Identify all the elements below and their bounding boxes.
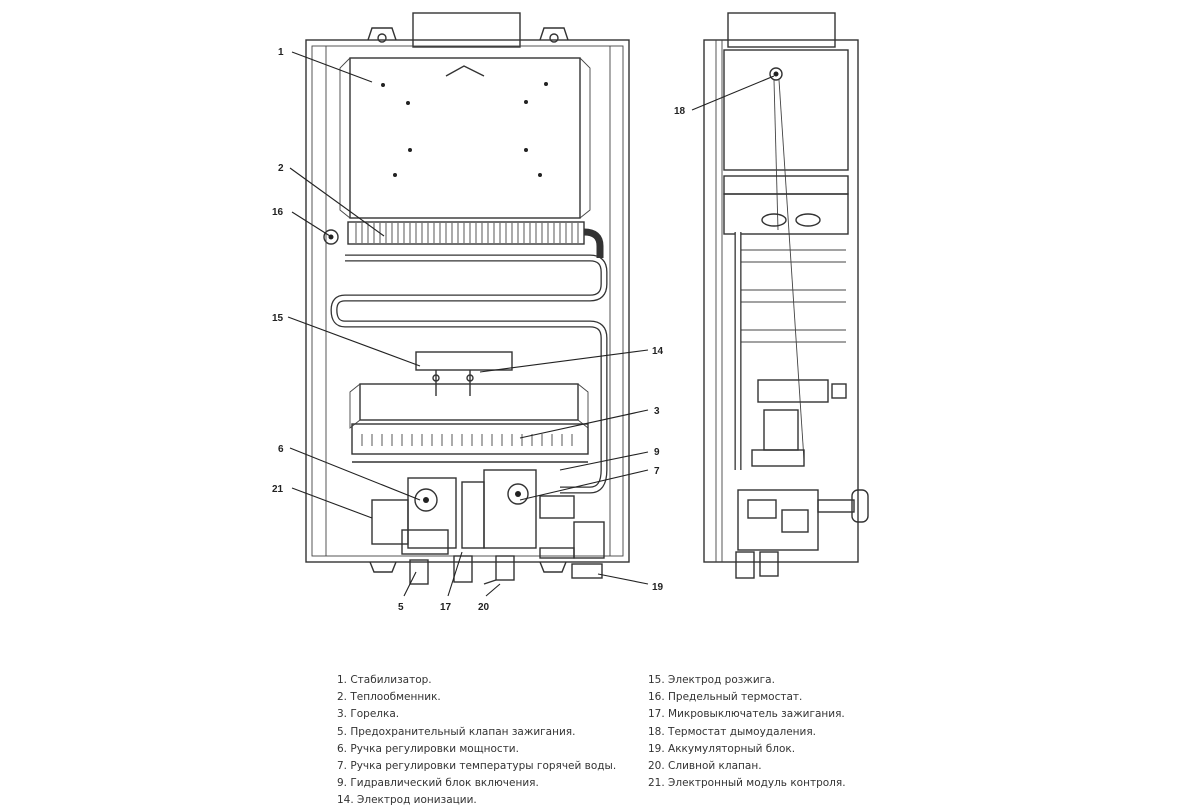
callout-15: 15: [272, 313, 284, 324]
water-heater-diagram: 1 2 16 15 14 3 6 9 7 21 5 17 20 19 18: [272, 12, 869, 613]
callout-7: 7: [654, 466, 660, 477]
legend-item: 18. Термостат дымоудаления.: [648, 725, 817, 738]
callout-17: 17: [440, 602, 452, 613]
callout-6: 6: [278, 444, 284, 455]
legend-item: 3. Горелка.: [337, 708, 400, 721]
legend-item: 14. Электрод ионизации.: [337, 794, 477, 807]
callout-19: 19: [652, 582, 664, 593]
callout-1: 1: [278, 47, 284, 58]
callout-18: 18: [674, 106, 686, 117]
legend-item: 7. Ручка регулировки температуры горячей…: [337, 760, 617, 773]
legend-item: 2. Теплообменник.: [337, 691, 441, 704]
callout-21: 21: [272, 484, 284, 495]
burner-slots: [361, 434, 573, 446]
heat-exchanger-fins: [355, 223, 579, 243]
callout-20: 20: [478, 602, 490, 613]
legend-right-column: 15. Электрод розжига. 16. Предельный тер…: [648, 672, 846, 792]
leader-lines: [287, 51, 775, 597]
legend-item: 20. Сливной клапан.: [648, 760, 762, 773]
side-view: [703, 12, 869, 579]
callout-numbers: 1 2 16 15 14 3 6 9 7 21 5 17 20 19 18: [272, 47, 686, 613]
legend-item: 9. Гидравлический блок включения.: [337, 777, 539, 790]
legend-item: 19. Аккумуляторный блок.: [648, 742, 796, 755]
legend-item: 5. Предохранительный клапан зажигания.: [337, 725, 576, 738]
legend-item: 6. Ручка регулировки мощности.: [337, 742, 519, 755]
front-view: [305, 12, 630, 585]
legend-left-column: 1. Стабилизатор. 2. Теплообменник. 3. Го…: [337, 672, 616, 810]
callout-16: 16: [272, 207, 284, 218]
callout-2: 2: [278, 163, 284, 174]
callout-9: 9: [654, 447, 660, 458]
legend-item: 1. Стабилизатор.: [337, 674, 432, 686]
callout-14: 14: [652, 346, 664, 357]
legend-item: 16. Предельный термостат.: [648, 691, 803, 704]
legend-item: 15. Электрод розжига.: [648, 674, 775, 686]
callout-5: 5: [398, 602, 404, 613]
legend-item: 21. Электронный модуль контроля.: [648, 777, 846, 790]
callout-3: 3: [654, 406, 660, 417]
legend-item: 17. Микровыключатель зажигания.: [648, 708, 845, 721]
